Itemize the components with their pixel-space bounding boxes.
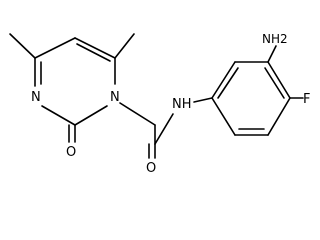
atom-label-ring-nitrogen-bottom: N (110, 90, 120, 105)
pyrimidinone-ring (34, 37, 116, 126)
atom-label-ring-nitrogen-top: N (31, 90, 41, 105)
bond-ar-3-4 (267, 61, 291, 99)
bond-ar-3-4-double (264, 67, 285, 99)
chemical-structure: N N O NH O NH2 F (9, 32, 310, 176)
atom-label-ring-carbonyl-oxygen: O (66, 145, 76, 160)
bond-n1-ch2 (119, 102, 156, 126)
bond-ring-c5-c6-double (76, 43, 111, 62)
bond-aryl-nh2 (267, 45, 277, 63)
atom-label-amino-group: NH2 (262, 32, 288, 46)
bond-ring-c4-c5 (34, 37, 76, 59)
benzene-ring (211, 61, 291, 136)
bond-amide-c-n (154, 113, 174, 145)
bond-ar-1-2 (211, 61, 236, 99)
atom-label-amide-oxygen: O (146, 161, 156, 176)
atom-label-fluorine: F (303, 92, 310, 107)
bond-amide-n-aryl (193, 97, 213, 103)
bond-ar-1-2-double (217, 67, 239, 99)
bond-methyl-c6 (114, 33, 135, 59)
bond-ar-6-1 (211, 97, 236, 136)
bond-ar-4-5 (267, 97, 291, 136)
bond-ring-c2-n3 (41, 105, 76, 126)
bond-ring-n1-c2 (74, 105, 108, 126)
atom-label-amide-nitrogen: NH (172, 97, 192, 112)
bond-methyl-c4 (9, 33, 36, 59)
bond-ring-c5-c6 (74, 37, 116, 59)
